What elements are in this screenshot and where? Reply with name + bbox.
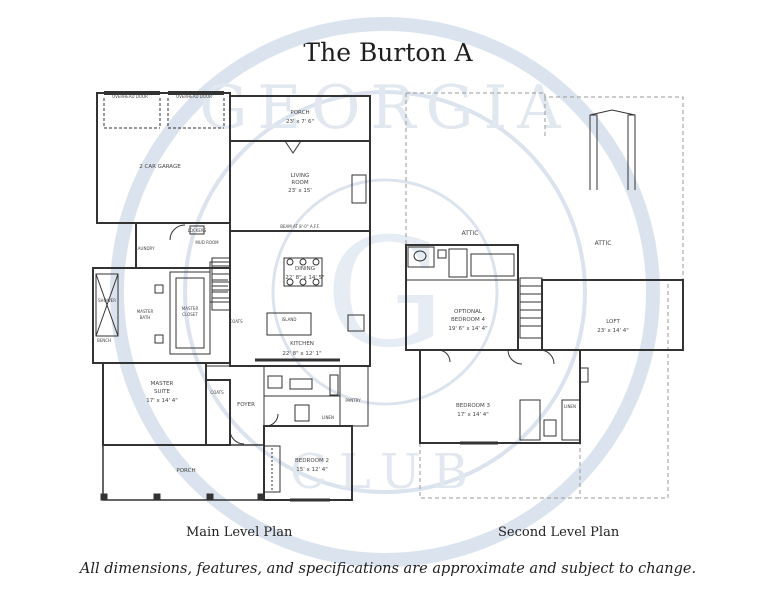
porch-back-label: PORCH [290, 110, 309, 116]
lockers-label: LOCKERS [188, 228, 207, 233]
dining-label: DINING [295, 266, 315, 272]
porch-back-dim: 23' x 7' 6" [286, 119, 314, 125]
coats-label-1: COATS [229, 319, 243, 324]
bedroom2-label: BEDROOM 2 [295, 458, 329, 464]
bedroom3-label: BEDROOM 3 [456, 403, 490, 409]
living-label: LIVING [291, 173, 309, 179]
master-suite-label: MASTER [151, 381, 174, 387]
overhead-door-label-2: OVERHEAD DOOR [176, 94, 212, 99]
island-label: ISLAND [282, 317, 297, 322]
overhead-door-label-1: OVERHEAD DOOR [112, 94, 148, 99]
master-bath-label-2: BATH [140, 315, 151, 320]
main-level-plan [92, 91, 371, 502]
bedroom4-label: OPTIONAL [454, 309, 483, 315]
porch-front-label: PORCH [176, 468, 195, 474]
watermark-monogram: G [325, 207, 445, 381]
master-closet-label: MASTER [182, 306, 199, 311]
watermark-seal [110, 17, 660, 567]
loft-label: LOFT [606, 319, 620, 325]
attic-label-1: ATTIC [462, 230, 479, 237]
main-level-caption: Main Level Plan [186, 525, 293, 540]
master-bath-label: MASTER [137, 309, 154, 314]
mud-room-label: MUD ROOM [195, 240, 219, 245]
garage-label: 2 CAR GARAGE [139, 164, 181, 170]
foyer-label: FOYER [237, 402, 255, 408]
linen-label-main: LINEN [322, 415, 334, 420]
kitchen-label: KITCHEN [290, 341, 314, 347]
disclaimer: All dimensions, features, and specificat… [79, 561, 697, 577]
linen-label-second: LINEN [564, 404, 576, 409]
master-closet-label-2: CLOSET [182, 312, 198, 317]
watermark-bottom-text: CLUB [290, 444, 480, 500]
dining-dim: 22' 8" x 14' 5" [285, 275, 324, 281]
second-level-plan [405, 92, 684, 499]
attic-label-2: ATTIC [595, 240, 612, 247]
bench-label: BENCH [97, 338, 111, 343]
living-dim: 23' x 15' [288, 188, 312, 194]
bedroom2-dim: 15' x 12' 4" [296, 467, 328, 473]
bedroom4-label-2: BEDROOM 4 [451, 317, 485, 323]
laundry-label: LAUNDRY [135, 246, 155, 251]
plan-title: The Burton A [303, 38, 473, 67]
pantry-label: PANTRY [345, 398, 361, 403]
watermark-top-text: GEORGIA [199, 73, 570, 143]
second-level-caption: Second Level Plan [498, 525, 620, 540]
master-suite-dim: 17' x 14' 4" [146, 398, 178, 404]
bedroom3-dim: 17' x 14' 4" [457, 412, 489, 418]
living-label-2: ROOM [291, 180, 308, 186]
master-suite-label-2: SUITE [154, 389, 170, 395]
kitchen-dim: 22' 8" x 12' 1" [282, 351, 321, 357]
beam-label: BEAM AT 8'-0" A.F.F. [280, 224, 319, 229]
bedroom4-dim: 19' 6" x 14' 4" [448, 326, 487, 332]
shower-label: SHOWER [98, 298, 116, 303]
loft-dim: 23' x 14' 4" [597, 328, 629, 334]
coats-label-2: COATS [210, 390, 224, 395]
